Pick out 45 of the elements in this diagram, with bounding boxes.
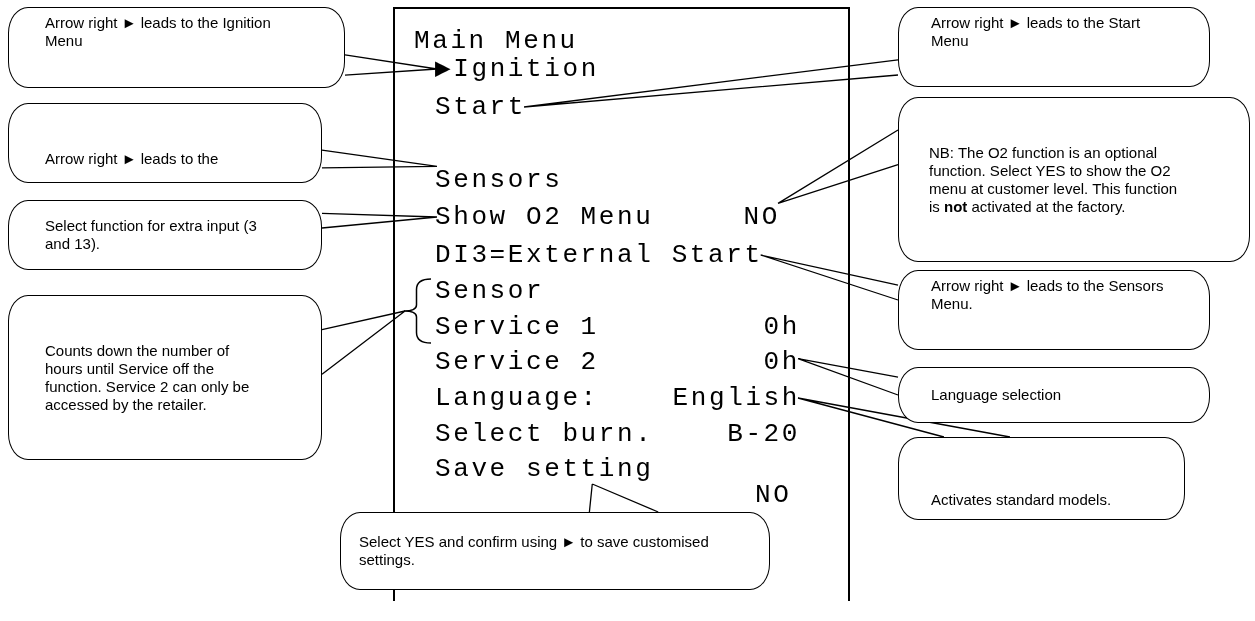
menu-value: NO — [755, 480, 792, 510]
leader-line — [777, 129, 899, 205]
leader-line — [321, 149, 438, 169]
menu-value: NO — [743, 201, 780, 234]
menu-item: Start — [435, 91, 526, 124]
callout-text: Arrow right ► leads to the Start Menu — [931, 14, 1142, 50]
callout-text: Counts down the number of hours until Service off the function. Service 2 can only be accessed by the retailer. — [45, 341, 250, 414]
callout-bubble — [8, 103, 322, 183]
menu-value: 0h — [763, 346, 800, 379]
menu-item: Save setting — [435, 453, 654, 486]
menu-item: Sensor — [435, 275, 545, 308]
menu-item: Service 1 — [435, 311, 599, 344]
callout-text: Select function for extra input (3 and 13). — [45, 217, 258, 253]
menu-item: Language: — [435, 382, 599, 415]
callout-bubble — [898, 367, 1210, 423]
callout-bubble — [898, 437, 1185, 520]
callout-text: Activates standard models. — [931, 491, 1113, 509]
callout-text: NB: The O2 function is an optional function. Select YES to show the O2 menu at customer level. This function is not activated at the factory. — [929, 143, 1179, 216]
callout-text: Arrow right ► leads to the — [45, 150, 220, 168]
callout-text: Arrow right ► leads to the Sensors Menu. — [931, 277, 1165, 313]
callout-bubble — [340, 512, 770, 590]
callout-text: Language selection — [931, 386, 1063, 404]
menu-value: English — [672, 382, 800, 415]
callout-text: Arrow right ► leads to the Ignition Menu — [45, 14, 272, 50]
leader-line — [321, 310, 406, 375]
menu-item: Service 2 — [435, 346, 599, 379]
callout-text: Select YES and confirm using ► to save customised settings. — [359, 533, 710, 569]
callout-bubble — [8, 295, 322, 460]
menu-value: 0h — [763, 311, 800, 344]
leader-line — [344, 54, 438, 76]
menu-item: Sensors — [435, 164, 563, 197]
callout-bubble — [898, 270, 1210, 350]
callout-bubble — [8, 200, 322, 270]
menu-item: DI3=External Start — [435, 239, 763, 272]
callout-bubble — [898, 97, 1250, 262]
menu-item: Show O2 Menu — [435, 201, 654, 234]
leader-line — [760, 254, 899, 301]
leader-line — [797, 357, 899, 396]
leader-line — [523, 59, 899, 108]
callout-bubble — [8, 7, 345, 88]
callout-bubble — [898, 7, 1210, 87]
leader-line — [321, 212, 438, 229]
menu-value: B-20 — [727, 418, 800, 451]
menu-item: Select burn. — [435, 418, 654, 451]
leader-line — [588, 483, 659, 513]
